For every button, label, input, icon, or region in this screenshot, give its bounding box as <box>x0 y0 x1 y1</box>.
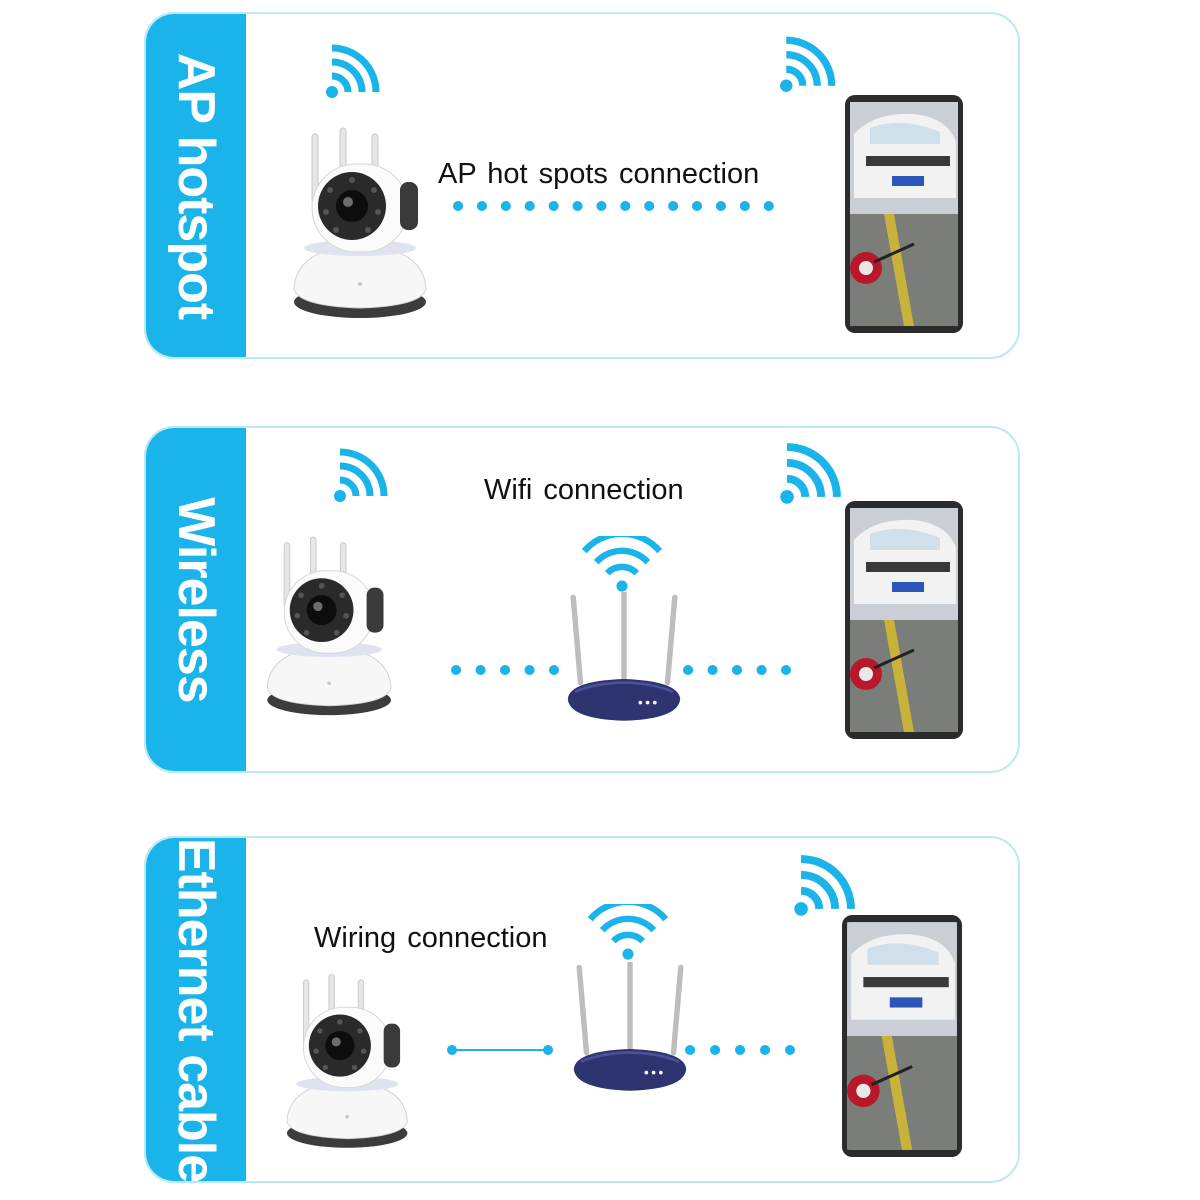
wifi-signal-icon <box>582 904 674 960</box>
cable-link <box>444 1042 556 1058</box>
camera-illustration <box>276 964 422 1160</box>
tab-wireless: Wireless <box>146 428 246 771</box>
panel-ethernet-cable: Ethernet cable Wiring connection <box>144 836 1020 1183</box>
wifi-signal-icon <box>576 536 668 592</box>
dotted-link <box>452 198 798 214</box>
router-illustration <box>554 592 694 728</box>
wifi-signal-icon <box>324 40 384 100</box>
panel-wireless: Wireless Wifi connection <box>144 426 1020 773</box>
smartphone-illustration <box>844 500 964 740</box>
wifi-signal-icon <box>778 438 846 506</box>
camera-illustration <box>256 532 406 722</box>
dotted-link <box>450 662 560 678</box>
connection-label: Wiring connection <box>314 922 548 955</box>
tab-ap-hotspot: AP hotspot <box>146 14 246 357</box>
tab-label: Ethernet cable <box>166 837 226 1181</box>
wifi-signal-icon <box>778 32 840 94</box>
tab-label: AP hotspot <box>166 52 226 318</box>
smartphone-illustration <box>844 94 964 334</box>
connection-label: Wifi connection <box>484 474 684 507</box>
smartphone-illustration <box>840 914 964 1158</box>
connection-label: AP hot spots connection <box>438 158 759 191</box>
tab-label: Wireless <box>166 497 226 702</box>
wifi-signal-icon <box>792 850 860 918</box>
dotted-link <box>682 662 792 678</box>
panel-ap-hotspot: AP hotspot AP hot spots connection <box>144 12 1020 359</box>
router-illustration <box>560 962 700 1098</box>
dotted-link <box>684 1042 796 1058</box>
tab-ethernet-cable: Ethernet cable <box>146 838 246 1181</box>
wifi-signal-icon <box>332 444 392 504</box>
camera-illustration <box>282 124 442 324</box>
